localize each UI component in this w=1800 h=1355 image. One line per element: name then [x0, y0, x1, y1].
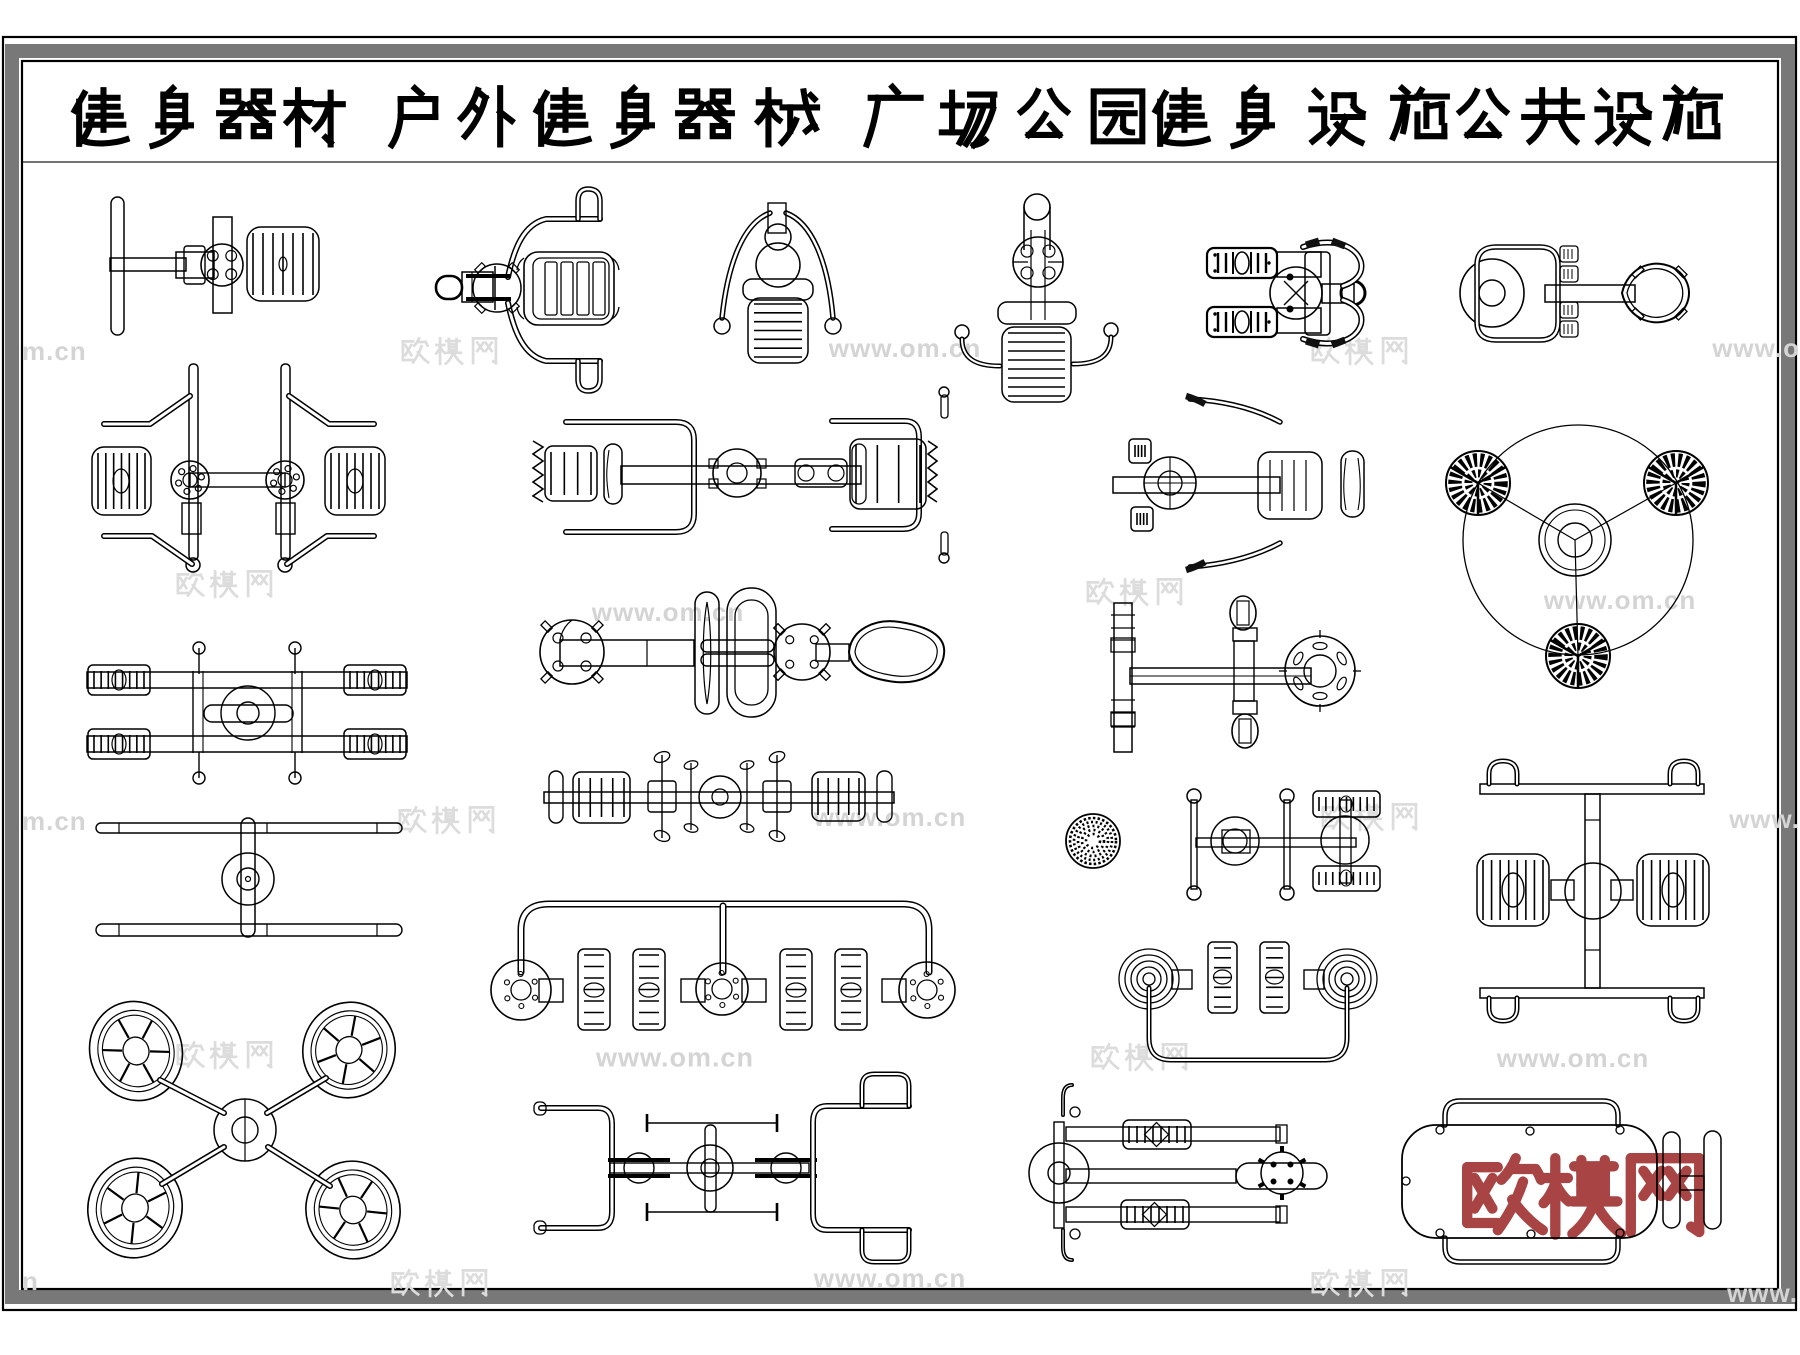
- svg-text:n: n: [22, 1266, 39, 1296]
- svg-text:www.: www.: [1726, 1278, 1798, 1308]
- svg-text:www.om.cn: www.om.cn: [1496, 1043, 1650, 1073]
- svg-text:www.om.cn: www.om.cn: [813, 802, 967, 832]
- svg-text:m.cn: m.cn: [22, 806, 87, 836]
- svg-text:www.om.cn: www.om.cn: [813, 1263, 967, 1293]
- svg-text:www.: www.: [1728, 804, 1800, 834]
- svg-text:www.o: www.o: [1711, 333, 1800, 363]
- svg-text:www.om.cn: www.om.cn: [828, 333, 982, 363]
- svg-text:www.om.cn: www.om.cn: [595, 1042, 754, 1072]
- svg-text:m.cn: m.cn: [22, 336, 87, 366]
- svg-text:www.om.cn: www.om.cn: [1543, 585, 1697, 615]
- svg-text:www.om.cn: www.om.cn: [591, 597, 745, 627]
